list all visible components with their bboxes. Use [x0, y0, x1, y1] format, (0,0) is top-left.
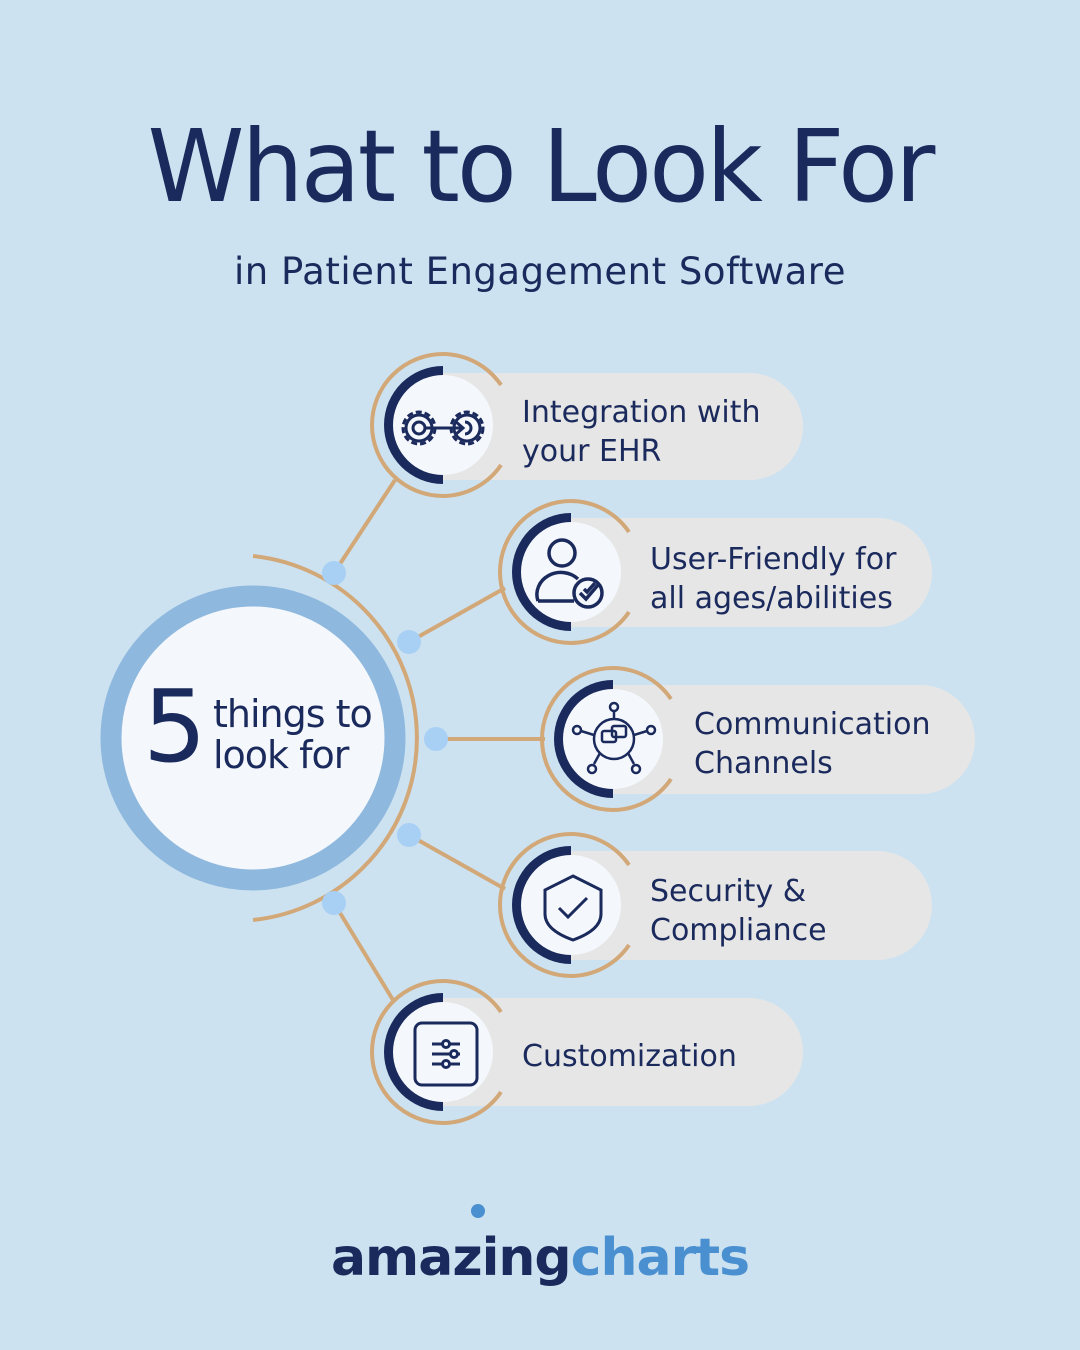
page-subtitle: in Patient Engagement Software: [234, 250, 846, 293]
center-number: 5: [143, 668, 207, 785]
item-text-integration: Integration with your EHR: [522, 393, 761, 471]
gears-integration-icon: [401, 410, 485, 446]
communication-network-icon: [571, 701, 657, 775]
connector-dot-4: [397, 823, 421, 847]
item-line1: User-Friendly for: [650, 542, 897, 577]
amazing-charts-logo: amazingcharts: [0, 1228, 1080, 1288]
item-line2: Compliance: [650, 913, 827, 948]
connector-line-4: [408, 833, 506, 891]
icon-circle-5: [370, 979, 503, 1125]
item-pill-security: [571, 851, 932, 960]
center-label-line2: look for: [213, 733, 349, 777]
connector-dot-2: [397, 630, 421, 654]
item-line1: Security &: [650, 874, 807, 909]
logo-part-charts: charts: [570, 1228, 750, 1288]
user-check-icon: [535, 538, 604, 609]
logo-part-amazing: amazing: [330, 1228, 572, 1288]
item-text-customization: Customization: [522, 1037, 737, 1076]
item-text-security: Security & Compliance: [650, 872, 827, 950]
icon-circle-3: [540, 666, 673, 812]
connector-dot-3: [424, 727, 448, 751]
page-title: What to Look For: [147, 108, 936, 225]
connector-dot-5: [322, 891, 346, 915]
connector-line-5: [332, 901, 395, 1002]
item-line2: Channels: [694, 746, 833, 781]
item-pill-user-friendly: [571, 518, 932, 627]
logo-figure-icon: [471, 1204, 485, 1218]
icon-circle-4: [498, 832, 631, 978]
item-pill-customization: [443, 998, 803, 1106]
center-label-line1: things to: [213, 692, 373, 736]
connector-line-1: [332, 478, 397, 575]
item-line1: Customization: [522, 1039, 737, 1074]
sliders-settings-icon: [413, 1021, 479, 1087]
item-text-user-friendly: User-Friendly for all ages/abilities: [650, 540, 896, 618]
item-pill-integration: [443, 373, 803, 480]
item-pill-communication: [613, 685, 975, 794]
shield-check-icon: [543, 874, 603, 942]
center-ring: [100, 585, 406, 891]
item-line2: your EHR: [522, 434, 662, 469]
item-line1: Integration with: [522, 395, 761, 430]
connector-line-2: [408, 586, 506, 644]
item-line2: all ages/abilities: [650, 581, 893, 616]
connector-dot-1: [322, 561, 346, 585]
item-line1: Communication: [694, 707, 931, 742]
item-text-communication: Communication Channels: [694, 705, 930, 783]
icon-circle-1: [370, 352, 503, 498]
center-label: things to look for: [213, 692, 373, 777]
